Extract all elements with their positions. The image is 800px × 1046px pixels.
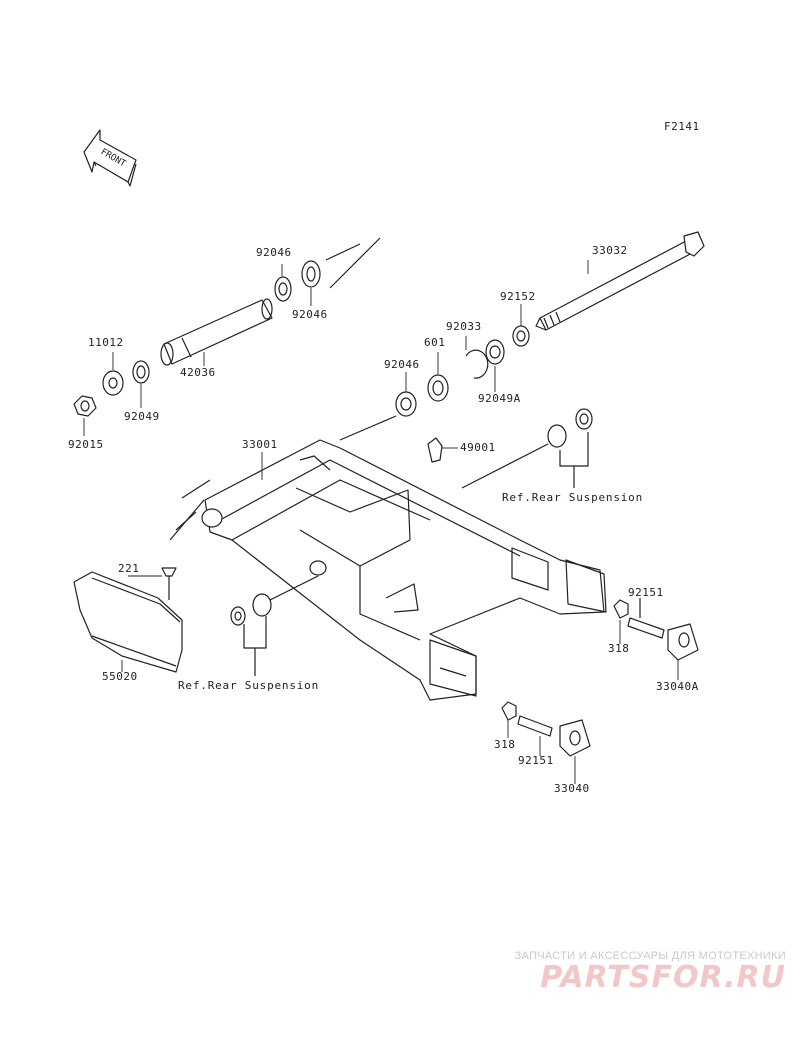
collar-11012	[102, 370, 124, 396]
watermark: ЗАПЧАСТИ И АКСЕССУАРЫ ДЛЯ МОТОТЕХНИКИ PA…	[486, 950, 786, 995]
label-55020: 55020	[102, 670, 138, 683]
bolt-92151-bottom	[517, 715, 553, 737]
label-33001: 33001	[242, 438, 278, 451]
adjuster-33040A	[667, 623, 699, 661]
collar-lower-1	[230, 606, 246, 626]
swingarm-33001	[169, 439, 607, 701]
grease-nipple-49001	[427, 437, 443, 463]
label-92033: 92033	[446, 320, 482, 333]
front-arrow-icon	[83, 129, 137, 187]
label-42036: 42036	[180, 366, 216, 379]
nut-318-bottom	[501, 701, 517, 721]
label-92046-top2: 92046	[292, 308, 328, 321]
label-92049: 92049	[124, 410, 160, 423]
label-92015: 92015	[68, 438, 104, 451]
label-318-right: 318	[608, 642, 630, 655]
label-92049A: 92049A	[478, 392, 521, 405]
label-92151-bottom: 92151	[518, 754, 554, 767]
figure-code: F2141	[664, 120, 700, 133]
bearing-601	[427, 374, 449, 402]
seal-92049	[132, 360, 150, 384]
watermark-tagline: ЗАПЧАСТИ И АКСЕССУАРЫ ДЛЯ МОТОТЕХНИКИ	[514, 950, 786, 962]
bearing-92046-top	[274, 260, 321, 302]
label-33040A: 33040A	[656, 680, 699, 693]
ref-rear-suspension-lower: Ref.Rear Suspension	[178, 679, 320, 692]
watermark-logo: PARTSFOR.RU	[540, 960, 786, 995]
collar-upper-1	[547, 424, 567, 448]
circlip-92033	[465, 349, 489, 379]
label-49001: 49001	[460, 441, 496, 454]
chain-guard-55020	[73, 571, 183, 673]
label-318-bottom: 318	[494, 738, 516, 751]
bearing-92046-mid	[395, 391, 417, 417]
pivot-shaft-33032	[535, 231, 705, 331]
label-92046-mid: 92046	[384, 358, 420, 371]
nut-92015	[73, 395, 97, 417]
label-33040: 33040	[554, 782, 590, 795]
label-221: 221	[118, 562, 140, 575]
adjuster-33040	[559, 719, 591, 757]
bolt-221	[161, 567, 177, 577]
label-601: 601	[424, 336, 446, 349]
label-92151-right: 92151	[628, 586, 664, 599]
ref-rear-suspension-upper: Ref.Rear Suspension	[502, 491, 644, 504]
collar-92152	[512, 325, 530, 347]
label-92152: 92152	[500, 290, 536, 303]
label-92046-top: 92046	[256, 246, 292, 259]
label-11012: 11012	[88, 336, 124, 349]
label-33032: 33032	[592, 244, 628, 257]
shaft-42036	[160, 298, 273, 366]
seal-92049A	[485, 339, 505, 365]
bolt-92151-right	[627, 617, 665, 639]
nut-318-right	[613, 599, 629, 619]
